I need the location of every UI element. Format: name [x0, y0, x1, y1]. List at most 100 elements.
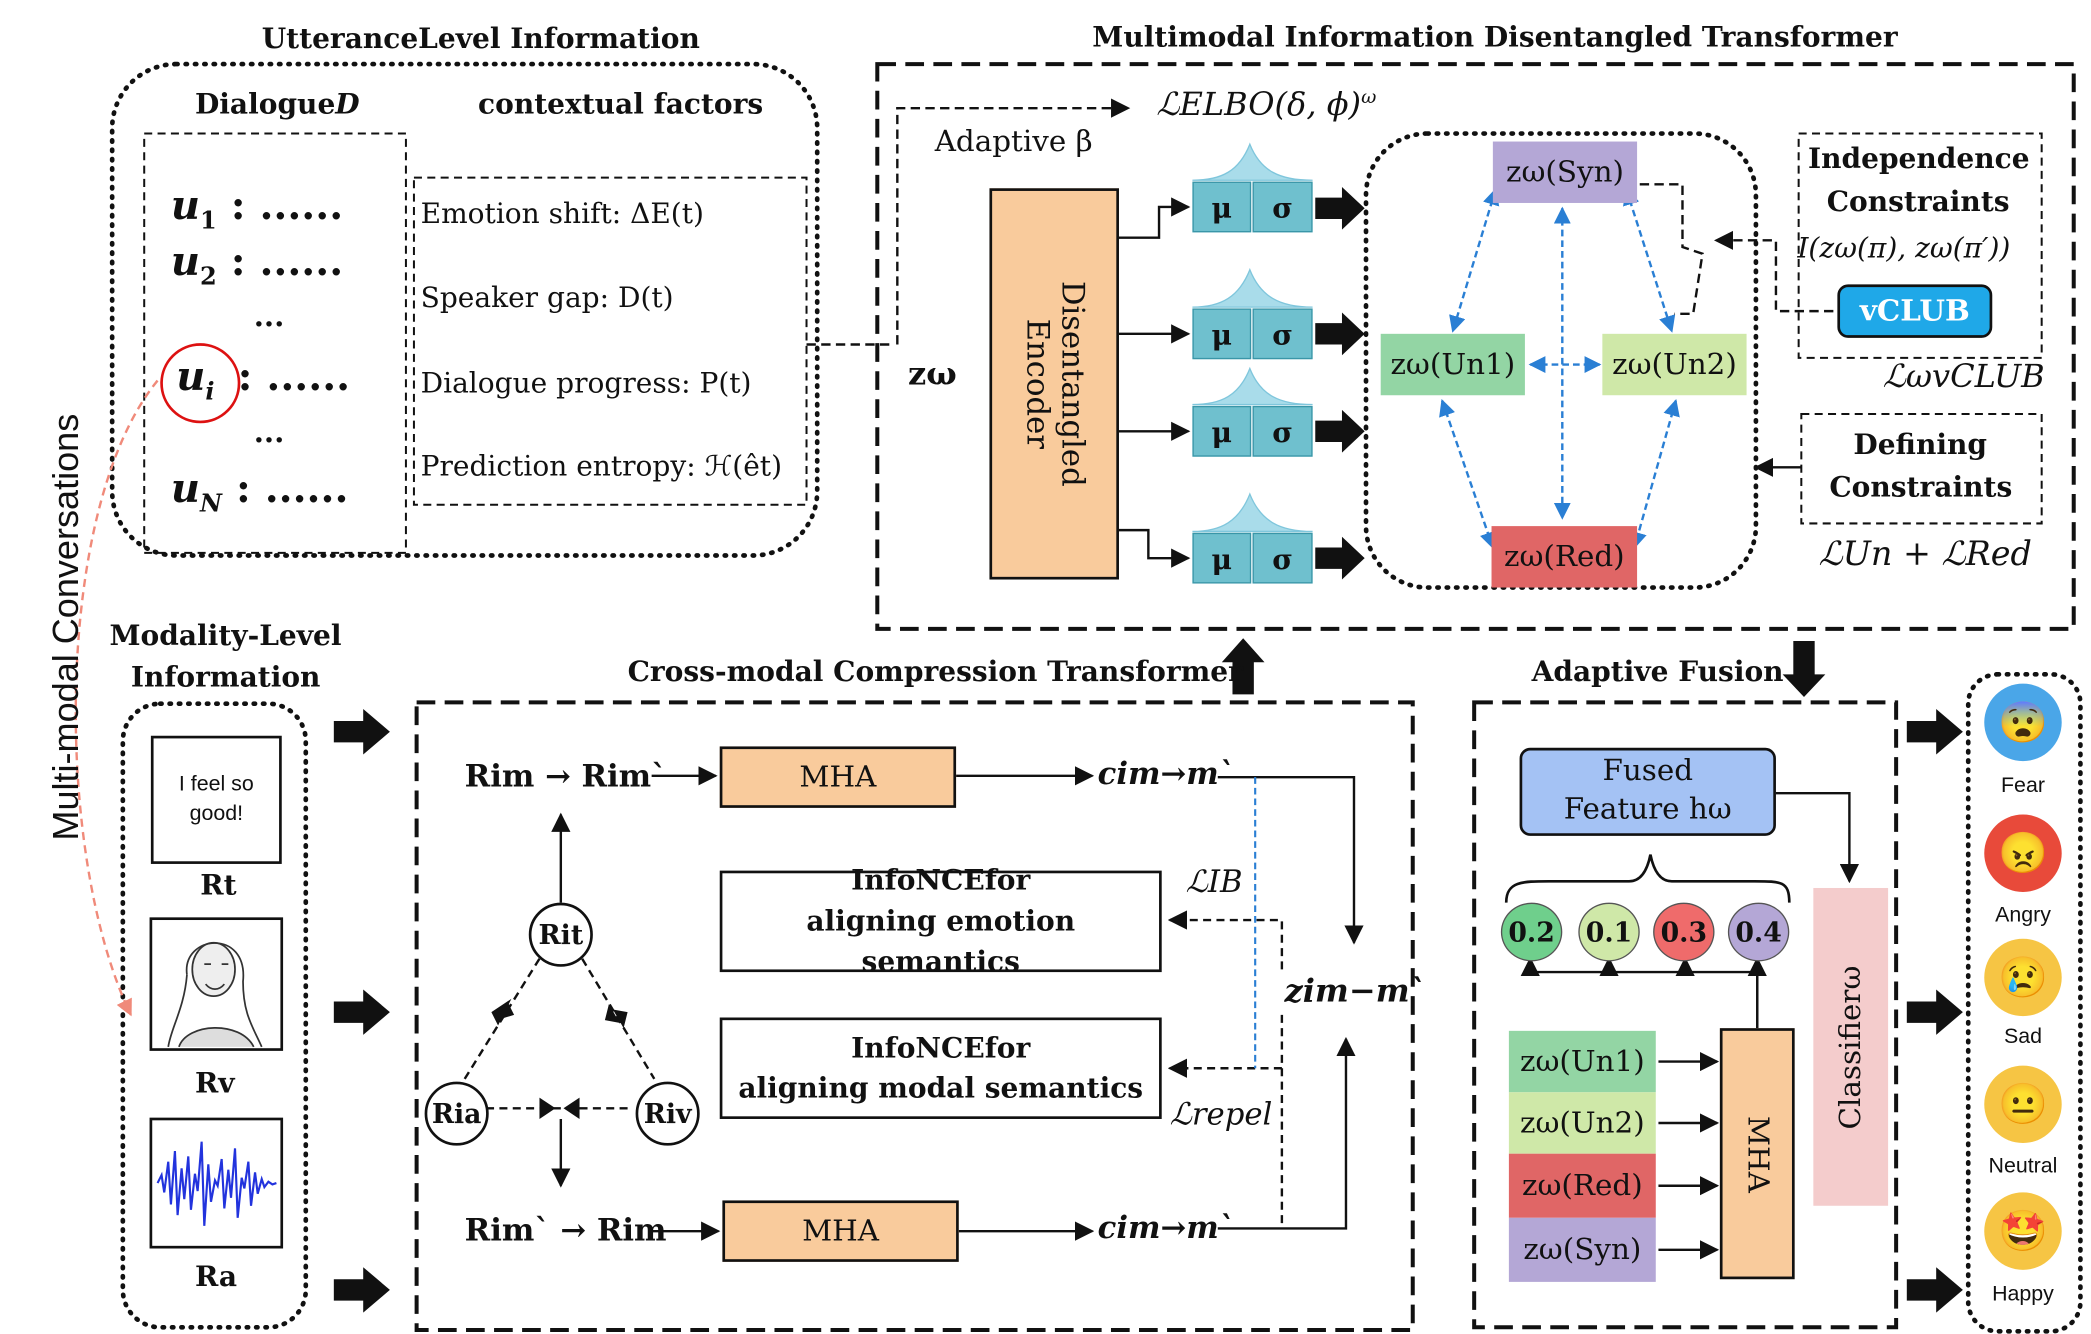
classifier-label: Classifierω — [1834, 964, 1868, 1129]
infonce-modal-line2: aligning modal semantics — [738, 1070, 1144, 1105]
modality-title-line1: Modality-Level — [109, 618, 342, 652]
modality-title-line2: Information — [130, 659, 321, 694]
factor-prediction-entropy: Prediction entropy: ℋ(êt) — [420, 449, 783, 483]
disentangled-encoder: Disentangled Encoder — [989, 188, 1119, 580]
ccmt-title: Cross-modal Compression Transformer — [627, 654, 1243, 688]
emotion-label-happy: Happy — [1992, 1283, 2054, 1306]
ccmt-bottom-equation: Rim` → Rim — [464, 1212, 667, 1249]
utterance-ui: ui — [176, 353, 215, 406]
repel-loss: ℒrepel — [1169, 1097, 1273, 1133]
rt-label: Rt — [200, 867, 237, 902]
happy-face-icon: 🤩 — [1984, 1192, 2062, 1270]
mha-top-box: MHA — [719, 746, 957, 808]
defining-label-line1: Defining — [1853, 427, 1987, 461]
c-bottom-label: cim→m` — [1097, 1209, 1235, 1246]
infonce-modal-line1: InfoNCEfor — [851, 1030, 1031, 1064]
weight-un2: 0.1 — [1578, 902, 1640, 962]
encoder-label-line1: Disentangled — [1054, 280, 1090, 487]
utterance-u2: u2 : ...... — [170, 239, 344, 292]
weight-un1: 0.2 — [1500, 902, 1563, 962]
c-top-label: cim→m` — [1097, 755, 1235, 792]
fusion-input-un1: zω(Un1) — [1508, 1030, 1656, 1093]
fused-feature-line2: Feature hω — [1563, 793, 1732, 827]
infonce-emotion-line1: InfoNCEfor — [851, 863, 1031, 897]
vclub-button: vCLUB — [1837, 284, 1993, 338]
elbo-loss: ℒELBO(δ, ϕ)ω — [1156, 85, 1377, 123]
sigma-box-1: σ — [1252, 181, 1313, 233]
fusion-input-un2: zω(Un2) — [1508, 1092, 1656, 1154]
z-un2-box: zω(Un2) — [1602, 333, 1747, 396]
ra-label: Ra — [194, 1259, 238, 1293]
mha-bottom-box: MHA — [722, 1200, 959, 1262]
utterance-un: uN : ...... — [170, 466, 349, 519]
fusion-input-red: zω(Red) — [1508, 1153, 1656, 1218]
text-modality-card: I feel so good! — [150, 735, 282, 864]
utterance-panel — [109, 61, 820, 558]
midt-title: Multimodal Information Disentangled Tran… — [1092, 20, 1898, 54]
rv-label: Rv — [194, 1065, 235, 1099]
infonce-emotion-box: InfoNCEfor aligning emotion semantics — [719, 863, 1162, 978]
independence-label-line1: Independence — [1807, 141, 2030, 175]
independence-box — [1797, 132, 2043, 359]
mu-box-1: μ — [1192, 181, 1252, 233]
angry-face-icon: 😠 — [1984, 814, 2062, 892]
contextual-factors-header: contextual factors — [478, 86, 764, 121]
classifier-box: Classifierω — [1813, 887, 1889, 1206]
z-mm-label: zim−m` — [1284, 970, 1426, 1010]
infonce-modal-box: InfoNCEfor aligning modal semantics — [719, 1017, 1162, 1119]
emotion-label-neutral: Neutral — [1988, 1155, 2058, 1178]
factor-speaker-gap: Speaker gap: D(t) — [420, 281, 674, 314]
sigma-box-4: σ — [1252, 532, 1313, 584]
emotion-label-angry: Angry — [1995, 903, 2051, 927]
un-red-loss: ℒUn + ℒRed — [1818, 534, 2032, 573]
defining-box — [1800, 412, 2043, 525]
midt-panel — [875, 62, 2076, 631]
sigma-box-3: σ — [1252, 405, 1313, 457]
z-red-box: zω(Red) — [1491, 526, 1638, 588]
sigma-box-2: σ — [1252, 308, 1313, 360]
fusion-title: Adaptive Fusion — [1531, 654, 1784, 688]
utterance-ui-dots: : ...... — [237, 353, 351, 401]
utterance-ui-circle — [160, 343, 241, 424]
portrait-sketch-icon — [167, 941, 263, 1048]
independence-formula: I(zω(π), zω(π′)) — [1797, 232, 2011, 265]
emotion-label-sad: Sad — [2003, 1025, 2042, 1049]
adaptive-beta: Adaptive β — [934, 125, 1093, 159]
fusion-mha-box: MHA — [1719, 1028, 1795, 1280]
dialogue-box — [143, 132, 407, 554]
fusion-mha-label: MHA — [1740, 1115, 1774, 1193]
factor-emotion-shift: Emotion shift: ΔE(t) — [420, 197, 704, 230]
weight-syn: 0.4 — [1727, 902, 1790, 962]
defining-label-line2: Constraints — [1829, 470, 2013, 504]
infonce-emotion-line2: aligning emotion semantics — [806, 903, 1076, 978]
fusion-input-syn: zω(Syn) — [1508, 1217, 1656, 1282]
fused-feature-box: Fused Feature hω — [1519, 747, 1776, 836]
weight-red: 0.3 — [1653, 902, 1715, 962]
mu-box-3: μ — [1192, 405, 1252, 457]
factor-dialogue-progress: Dialogue progress: P(t) — [420, 367, 752, 400]
emotion-label-fear: Fear — [2001, 774, 2045, 798]
utterance-title: UtteranceLevel Information — [261, 21, 700, 55]
encoder-label-line2: Encoder — [1019, 318, 1055, 450]
node-rv: Riv — [635, 1081, 700, 1146]
dialogue-ellipsis-top: ... — [253, 299, 285, 334]
latent-panel — [1363, 131, 1759, 590]
node-rt: Rit — [528, 902, 593, 967]
z-omega-input: zω — [908, 353, 957, 393]
mu-box-2: μ — [1192, 308, 1252, 360]
ccmt-top-equation: Rim → Rim` — [464, 758, 667, 795]
fused-feature-line1: Fused — [1602, 754, 1694, 789]
emotion-panel — [1965, 671, 2083, 1334]
z-un1-box: zω(Un1) — [1380, 333, 1525, 396]
neutral-face-icon: 😐 — [1984, 1065, 2062, 1144]
z-syn-box: zω(Syn) — [1492, 141, 1638, 203]
fear-face-icon: 😨 — [1984, 683, 2062, 762]
vclub-loss: ℒωvCLUB — [1882, 357, 2045, 396]
node-ra: Ria — [424, 1081, 489, 1146]
mu-box-4: μ — [1192, 532, 1252, 584]
utterance-u1: u1 : ...... — [170, 182, 344, 236]
ib-loss: ℒIB — [1185, 865, 1243, 900]
ccmt-panel — [414, 700, 1415, 1332]
audio-waveform-icon — [156, 1141, 277, 1226]
